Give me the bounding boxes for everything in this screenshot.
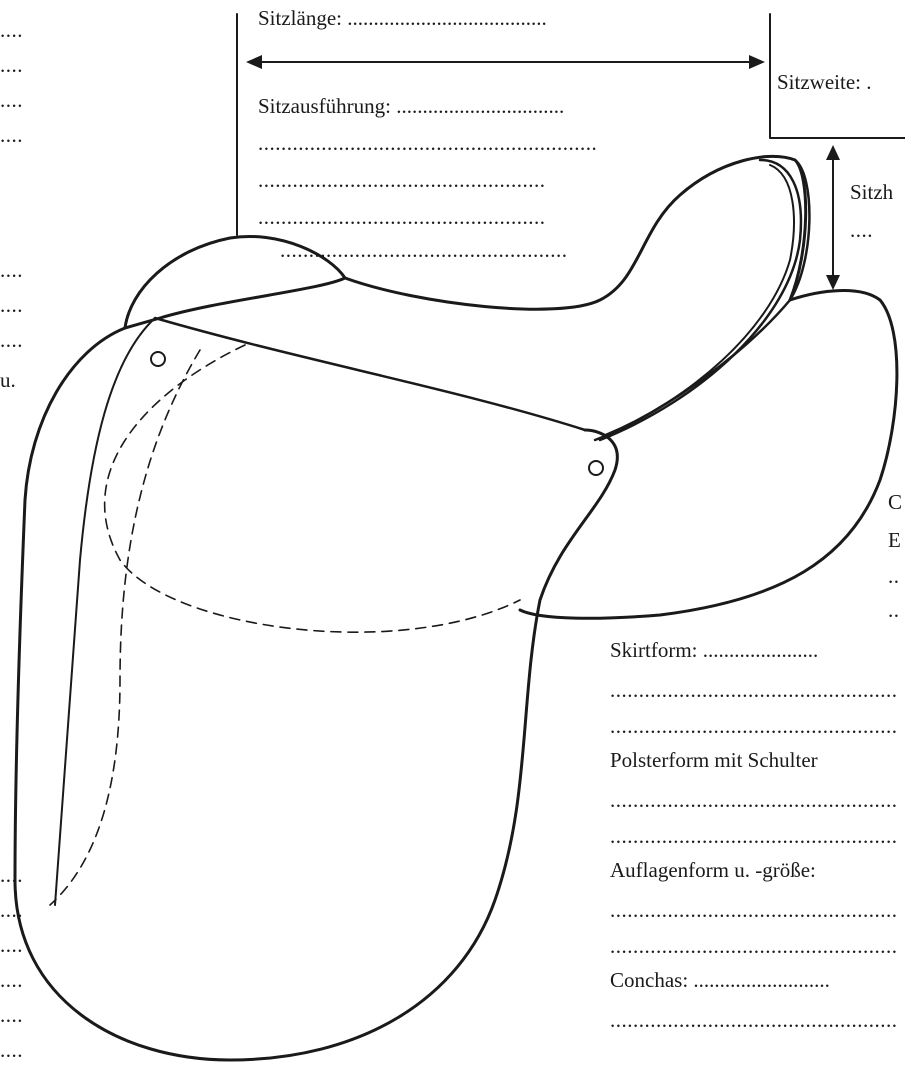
left-dot-12: .... <box>0 1005 23 1026</box>
left-dot-4: .... <box>0 125 23 146</box>
left-dot-6: .... <box>0 295 23 316</box>
left-dot-7: .... <box>0 330 23 351</box>
polsterform-dots-1: ........................................… <box>610 790 898 811</box>
left-dot-9: .... <box>0 900 23 921</box>
left-dot-11: .... <box>0 970 23 991</box>
auflagenform-label: Auflagenform u. -größe: <box>610 860 816 881</box>
sitzausfuehrung-dots-2: ........................................… <box>258 170 546 191</box>
sitzlaenge-label: Sitzlänge: .............................… <box>258 8 547 29</box>
cut-label-c: C <box>888 492 902 513</box>
left-label-u: u. <box>0 370 16 391</box>
conchas-label: Conchas: .......................... <box>610 970 830 991</box>
sitzhoehe-label: Sitzh <box>850 182 893 203</box>
d-ring-front <box>151 352 165 366</box>
left-dot-10: .... <box>0 935 23 956</box>
sitzausfuehrung-dots-3: ........................................… <box>258 207 546 228</box>
sitzweite-label: Sitzweite: . <box>777 72 871 93</box>
arrow-head-left <box>246 55 262 69</box>
auflagenform-dots-2: ........................................… <box>610 936 898 957</box>
saddle-knee-roll <box>105 345 520 632</box>
conchas-dots: ........................................… <box>610 1010 898 1031</box>
d-ring-rear <box>589 461 603 475</box>
saddle-knee-roll-front <box>50 350 200 905</box>
auflagenform-dots-1: ........................................… <box>610 900 898 921</box>
sitzausfuehrung-dots-4: ........................................… <box>280 240 568 261</box>
saddle-flap <box>15 328 617 1060</box>
left-dot-5: .... <box>0 260 23 281</box>
cut-dots-1: .. <box>888 566 900 587</box>
skirtform-label: Skirtform: ...................... <box>610 640 818 661</box>
sitzausfuehrung-dots-1: ........................................… <box>258 133 597 154</box>
saddle-cantle <box>600 160 801 440</box>
arrow-head-up <box>826 145 840 160</box>
skirtform-dots-1: ........................................… <box>610 680 898 701</box>
arrow-head-down <box>826 275 840 290</box>
cut-dots-2: .. <box>888 600 900 621</box>
left-dot-8: .... <box>0 865 23 886</box>
arrow-head-right <box>749 55 765 69</box>
saddle-rear-panel <box>520 291 897 619</box>
saddle-flap-inner <box>55 318 155 905</box>
saddle-seat-side <box>155 318 585 430</box>
left-dot-1: .... <box>0 20 23 41</box>
cut-label-e: E <box>888 530 901 551</box>
saddle-cantle-inner <box>605 165 794 435</box>
polsterform-dots-2: ........................................… <box>610 826 898 847</box>
left-dot-13: .... <box>0 1040 23 1061</box>
left-dot-3: .... <box>0 90 23 111</box>
polsterform-label: Polsterform mit Schulter <box>610 750 818 771</box>
skirtform-dots-2: ........................................… <box>610 716 898 737</box>
sitzausfuehrung-label: Sitzausführung: ........................… <box>258 96 564 117</box>
left-dot-2: .... <box>0 55 23 76</box>
sitzhoehe-dots: .... <box>850 220 873 241</box>
